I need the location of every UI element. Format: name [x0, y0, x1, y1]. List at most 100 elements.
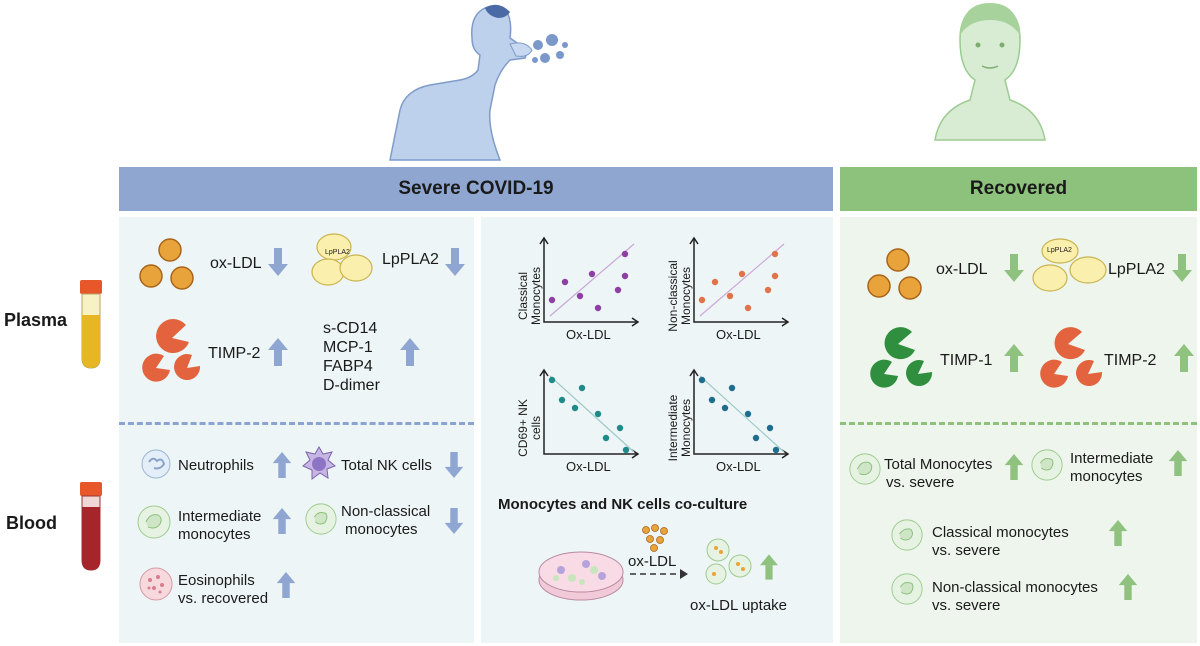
down-arrow-icon [444, 452, 464, 478]
plot-point [594, 410, 602, 418]
plot-point [744, 304, 752, 312]
total-nk-label: Total NK cells [341, 457, 432, 474]
down-arrow-icon [445, 248, 465, 276]
up-arrow-icon [1108, 520, 1128, 546]
severe-covid-header: Severe COVID-19 [119, 167, 833, 211]
nonclassical-monocyte-icon [891, 573, 923, 605]
plasma-row-label: Plasma [4, 310, 68, 330]
timp2-label: TIMP-2 [208, 345, 261, 362]
lppla2-enzyme-icon [311, 233, 373, 286]
recovered-person-illustration [934, 3, 1046, 141]
coughing-patient-illustration [389, 4, 568, 161]
nonclassical-label-2: monocytes [345, 521, 418, 538]
up-arrow-icon [276, 572, 296, 598]
plot-point [578, 384, 586, 392]
up-arrow-icon [268, 338, 288, 366]
coculture-result: ox-LDL uptake [690, 597, 788, 614]
plot-point [561, 278, 569, 286]
plot-point [766, 424, 774, 432]
rec-timp1-label: TIMP-1 [940, 352, 993, 369]
plot-point [594, 304, 602, 312]
[object Object] [549, 243, 635, 317]
plot-point [548, 296, 556, 304]
plot-point [588, 270, 596, 278]
plot-y-arrowhead [689, 368, 699, 377]
plot-point [738, 270, 746, 278]
rec-total-mono-1: Total Monocytes [884, 456, 993, 473]
up-arrow-icon [1174, 344, 1194, 372]
rec-total-mono-2: vs. severe [886, 474, 955, 491]
lppla2-blob-label: LpPLA2 [325, 249, 350, 256]
eosinophils-label-1: Eosinophils [178, 572, 255, 589]
plot-point [622, 446, 630, 454]
lppla2-enzyme-icon [1032, 238, 1107, 292]
plot-axes [543, 370, 638, 455]
total-monocyte-icon [849, 453, 881, 485]
intermediate-monocyte-icon [1031, 449, 1063, 481]
plot-point [721, 404, 729, 412]
plot0-xlabel: Ox-LDL [566, 327, 611, 342]
lppla2-label: LpPLA2 [382, 251, 439, 268]
plot-point [771, 250, 779, 258]
ox-ldl-particles-icon [867, 248, 922, 300]
cd69-nk-correlation-plot [539, 368, 640, 459]
plot-point [764, 286, 772, 294]
plot-point [698, 296, 706, 304]
plot-point [558, 396, 566, 404]
intermediate-label-1: Intermediate [178, 508, 262, 525]
coculture-title: Monocytes and NK cells co-culture [498, 496, 748, 513]
plot-y-arrowhead [689, 236, 699, 245]
plot0-ylabel-line2: Monocytes [529, 266, 543, 326]
plot-point [571, 404, 579, 412]
up-arrow-icon [760, 554, 778, 580]
plot-point [614, 286, 622, 294]
plot-point [744, 410, 752, 418]
plot-point [621, 250, 629, 258]
down-arrow-icon [444, 508, 464, 534]
plot-axes [693, 238, 788, 323]
rec-lppla2-label: LpPLA2 [1108, 261, 1165, 278]
up-arrow-icon [1004, 454, 1024, 480]
rec-ox-ldl-label: ox-LDL [936, 261, 988, 278]
up-arrow-icon [272, 508, 292, 534]
intermediate-monocytes-correlation-plot [689, 368, 790, 459]
severe-divider [119, 422, 474, 425]
neutrophils-label: Neutrophils [178, 457, 254, 474]
rec-nonclassical-1: Non-classical monocytes [932, 579, 1098, 596]
[object Object] [699, 243, 785, 317]
up-arrow-icon [1118, 574, 1138, 600]
classical-monocytes-correlation-plot [539, 236, 640, 327]
plot-point [602, 434, 610, 442]
marker-d-dimer: D-dimer [323, 377, 380, 394]
plot3-ylabel-line2: Monocytes [679, 398, 693, 458]
rec-lppla2-blob-label: LpPLA2 [1047, 247, 1072, 254]
[object Object] [699, 375, 785, 453]
plot-point [698, 376, 706, 384]
plot1-ylabel-line2: Monocytes [679, 266, 693, 326]
classical-monocyte-icon [891, 519, 923, 551]
rec-nonclassical-2: vs. severe [932, 597, 1001, 614]
rec-intermediate-2: monocytes [1070, 468, 1143, 485]
eosinophil-cell-icon [139, 567, 173, 601]
up-arrow-icon [400, 338, 420, 366]
rec-classical-2: vs. severe [932, 542, 1001, 559]
down-arrow-icon [1004, 254, 1024, 282]
plot-axes [543, 238, 638, 323]
timp1-pacman-icon [870, 327, 933, 388]
ox-ldl-particles-icon [139, 238, 194, 290]
plot2-ylabel-line2: cells [529, 416, 543, 441]
marker-s-cd14: s-CD14 [323, 320, 378, 337]
plot-point [772, 446, 780, 454]
marker-mcp-1: MCP-1 [323, 339, 373, 356]
up-arrow-icon [1168, 450, 1188, 476]
plot-point [726, 292, 734, 300]
plot-point [771, 272, 779, 280]
plasma-tube-icon [80, 280, 102, 369]
nk-cell-icon [302, 445, 336, 480]
dashed-arrow-icon [630, 569, 688, 579]
rec-classical-1: Classical monocytes [932, 524, 1069, 541]
nonclassical-monocyte-icon [305, 503, 337, 535]
plot-axes [693, 370, 788, 455]
